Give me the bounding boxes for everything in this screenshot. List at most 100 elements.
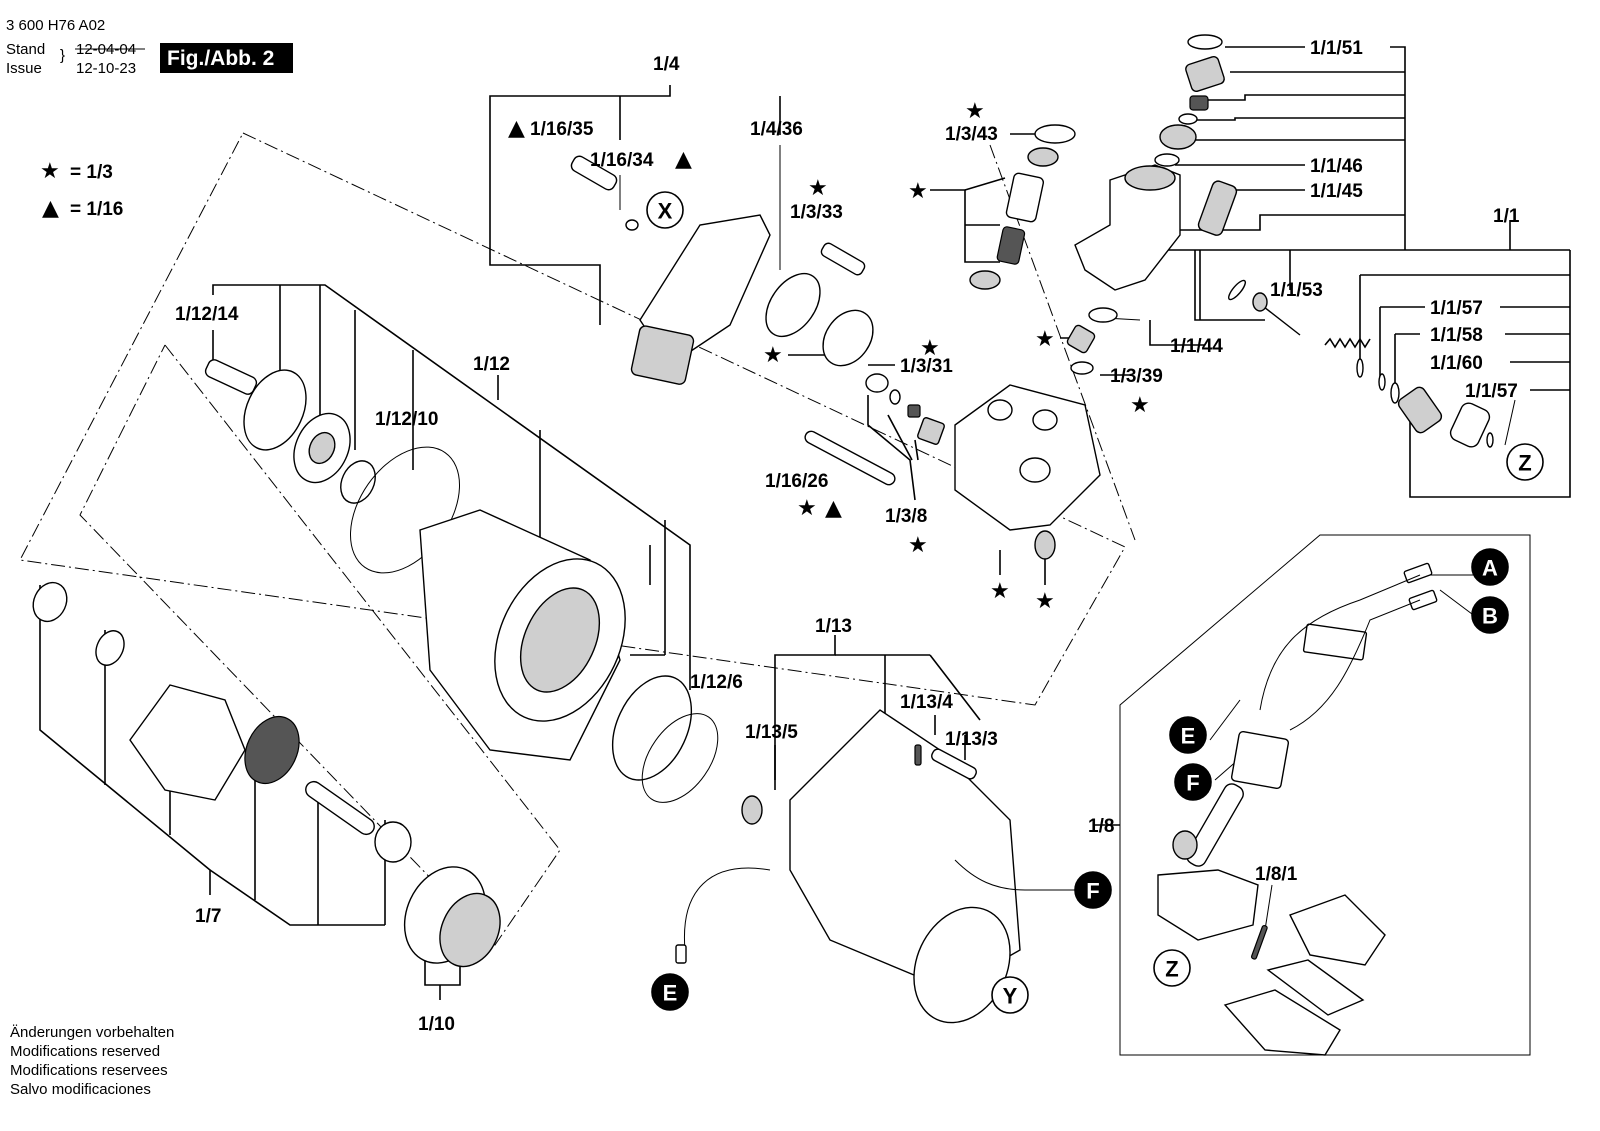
star-icon-1-3-31: ★ xyxy=(920,336,940,361)
footer-line-4: Salvo modificaciones xyxy=(10,1081,151,1098)
cap-1-1-60 xyxy=(1449,402,1491,448)
leader-star-group-c xyxy=(964,177,1006,191)
label-1-3-33: 1/3/33 xyxy=(790,202,843,223)
valve-body-1-1-60 xyxy=(1397,386,1443,434)
leader-e xyxy=(1160,214,1405,231)
bracket-1-7 xyxy=(39,585,211,895)
callout-e-right xyxy=(1169,716,1207,754)
leader-star-group xyxy=(930,189,1000,263)
piston-cap xyxy=(1027,147,1059,167)
triangle-icon-1-16-34: ▲ xyxy=(675,147,692,172)
o-ring-1-4-36 xyxy=(765,272,821,338)
markers: ★ ★ ★ ★ ★ ★ ★ ★ ★ ★ ★ ▲ ▲ ▲ xyxy=(508,99,1150,614)
spring-1-7 xyxy=(244,715,300,785)
seal-ring xyxy=(1154,153,1180,167)
bracket-1-12 xyxy=(212,284,691,690)
bearing-inner xyxy=(308,431,336,465)
screw-1-3-33 xyxy=(820,242,866,276)
screw-1-16-35 xyxy=(570,155,618,191)
callout-a-text: A xyxy=(1482,556,1498,581)
ring-1-3-39 xyxy=(1070,361,1094,375)
connector-b xyxy=(1408,589,1438,611)
bearing-cover-1-7 xyxy=(129,684,246,801)
leader-b xyxy=(1200,94,1405,101)
gear-1-12-6 xyxy=(611,675,693,781)
doc-number: 3 600 H76 A02 xyxy=(6,17,105,34)
ring-1-1-58 xyxy=(1378,373,1386,391)
switch-module xyxy=(1302,623,1368,661)
callout-e-bottom xyxy=(651,973,689,1011)
leader-1-1-53-group xyxy=(1194,250,1265,321)
wire-e xyxy=(683,867,771,951)
stand-label: Stand xyxy=(6,41,45,58)
leader-1-13-b xyxy=(929,654,981,721)
switch-gasket xyxy=(1266,959,1365,1016)
star-icon-1-3-43: ★ xyxy=(965,99,985,124)
label-1-1-44: 1/1/44 xyxy=(1170,336,1223,357)
switch-cover xyxy=(1289,894,1386,966)
star-icon-valve: ★ xyxy=(1035,327,1055,352)
bracket-1-1-right xyxy=(1390,46,1406,250)
callout-b-text: B xyxy=(1482,604,1498,629)
label-1-3-39: 1/3/39 xyxy=(1110,366,1163,387)
seal-1-7-a xyxy=(32,581,68,623)
label-1-4: 1/4 xyxy=(653,54,680,75)
piston xyxy=(1005,172,1045,223)
leader-1-3-8-b xyxy=(887,414,913,461)
connector-a xyxy=(1403,562,1433,584)
small-spring xyxy=(1189,95,1209,111)
piston-spring xyxy=(996,226,1026,265)
o-ring-1-12-6 xyxy=(641,713,719,803)
connector-e xyxy=(675,944,687,964)
valve-insert xyxy=(1066,324,1096,354)
block-bore-b xyxy=(1032,409,1058,431)
label-1-13-5: 1/13/5 xyxy=(745,722,798,743)
ring-1-3-8 xyxy=(889,389,901,405)
callout-y-text: Y xyxy=(1003,984,1018,1009)
leader-c xyxy=(1190,117,1405,121)
wire-b xyxy=(1289,599,1421,731)
screw-1-12-14 xyxy=(204,359,258,395)
issue-date: 12-10-23 xyxy=(76,60,136,77)
threaded-outlet xyxy=(630,325,695,385)
star-icon-seal-b: ★ xyxy=(1035,589,1055,614)
ring-1-3-43 xyxy=(1034,124,1076,144)
leader-1-1-57b-v xyxy=(1504,399,1516,446)
label-1-1: 1/1 xyxy=(1493,206,1520,227)
valve-plate xyxy=(822,309,874,367)
label-1-3-31: 1/3/31 xyxy=(900,356,953,377)
leader-1-3-8-c xyxy=(914,439,919,461)
label-1-1-46: 1/1/46 xyxy=(1310,156,1363,177)
triangle-icon-1-16-35: ▲ xyxy=(508,116,525,141)
callout-f-mid-text: F xyxy=(1086,879,1099,904)
valve-seat xyxy=(1159,124,1197,150)
star-icon-piston: ★ xyxy=(908,179,928,204)
star-icon-plate: ★ xyxy=(763,343,783,368)
callout-x-text: X xyxy=(658,199,673,224)
callout-e-right-text: E xyxy=(1181,724,1196,749)
shaft-1-7 xyxy=(305,780,375,836)
leader-1-1-44 xyxy=(1149,320,1205,346)
footer-notes: Änderungen vorbehalten Modifications res… xyxy=(10,1024,174,1098)
callout-b xyxy=(1471,596,1509,634)
screw-1-13-3 xyxy=(931,748,977,780)
fig-label-box xyxy=(160,43,293,73)
bracket-1-13 xyxy=(774,635,836,780)
ring-1-1-57 xyxy=(1356,358,1364,378)
switch-bracket xyxy=(1230,730,1290,790)
fig-label: Fig./Abb. 2 xyxy=(167,47,274,70)
label-1-16-35: 1/16/35 xyxy=(530,119,594,140)
block-bore-c xyxy=(1019,457,1051,483)
seal-1-3 xyxy=(1034,530,1056,560)
leader-1-7-f xyxy=(209,869,385,926)
callouts: X Y Z Z A B E F E F xyxy=(646,191,1544,1014)
brace-icon: } xyxy=(60,47,65,64)
triangle-icon: ▲ xyxy=(42,196,59,221)
document-header: 3 600 H76 A02 Stand Issue } 12-04-04 12-… xyxy=(6,17,293,77)
washer-1-16-34 xyxy=(625,219,639,231)
label-1-12: 1/12 xyxy=(473,354,510,375)
callout-e-bottom-text: E xyxy=(663,981,678,1006)
leader-1-3-8 xyxy=(867,395,916,501)
spring-1-1 xyxy=(1324,337,1371,349)
